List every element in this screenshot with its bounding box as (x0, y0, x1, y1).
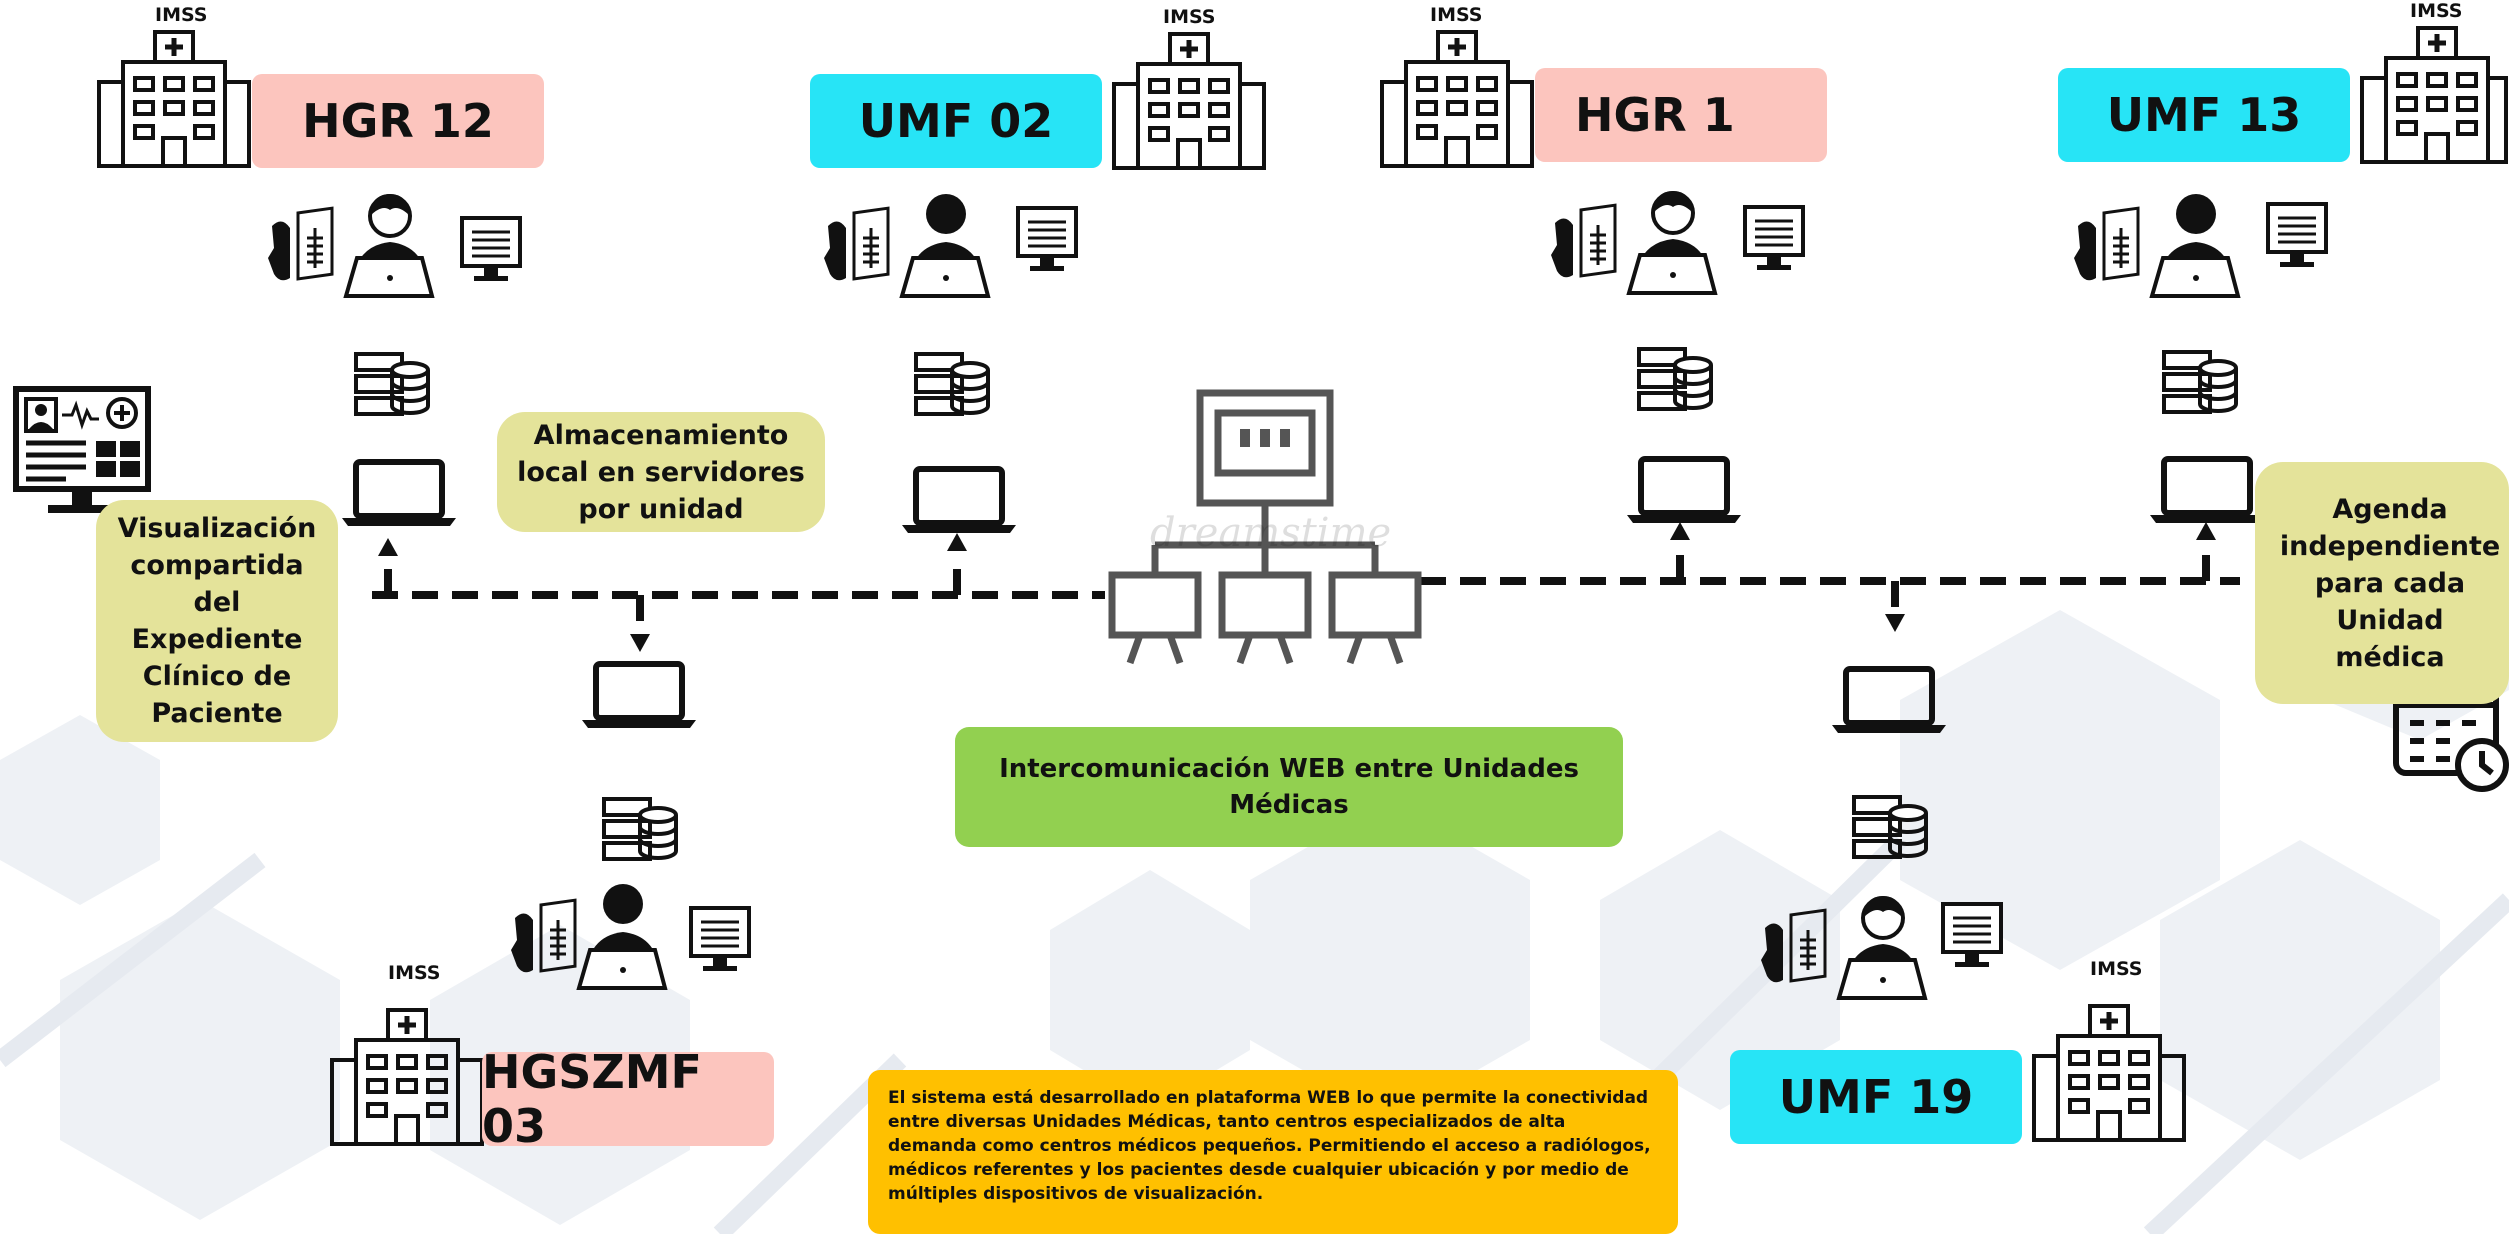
unit-label-hgr12: HGR 12 (252, 74, 544, 168)
radiology-station-icon (1761, 896, 2003, 1000)
shared-view-note: Visualización compartida del Expediente … (96, 500, 338, 742)
laptop-icon (902, 466, 1016, 533)
storage-note-text: Almacenamiento local en servidores por u… (517, 419, 805, 525)
server-icon (354, 352, 430, 416)
storage-note: Almacenamiento local en servidores por u… (497, 412, 825, 532)
server-icon (1852, 795, 1928, 859)
shared-view-note-text: Visualización compartida del Expediente … (117, 513, 317, 729)
watermark-text: dreamstime (1150, 510, 1392, 556)
server-icon (602, 797, 678, 861)
medical-record-monitor-icon (13, 386, 151, 513)
imss-label: IMSS (2090, 958, 2143, 980)
unit-label-umf02: UMF 02 (810, 74, 1102, 168)
web-intercom-text: Intercomunicación WEB entre Unidades Méd… (999, 754, 1579, 820)
imss-label: IMSS (1430, 4, 1483, 26)
server-icon (914, 352, 990, 416)
hospital-icon (2360, 26, 2508, 164)
unit-label-hgszmf03: HGSZMF 03 (482, 1045, 774, 1153)
hospital-icon (97, 30, 251, 168)
unit-label-umf13: UMF 13 (2058, 68, 2350, 162)
web-intercom-box: Intercomunicación WEB entre Unidades Méd… (955, 727, 1623, 847)
imss-label: IMSS (155, 4, 208, 26)
server-icon (2162, 350, 2238, 414)
unit-label-umf19: UMF 19 (1730, 1050, 2022, 1144)
system-description-text: El sistema está desarrollado en platafor… (888, 1088, 1651, 1204)
agenda-note: Agenda independiente para cada Unidad mé… (2255, 462, 2509, 704)
laptop-icon (2150, 456, 2264, 523)
server-icon (1637, 347, 1713, 411)
laptop-icon (1627, 456, 1741, 523)
hospital-icon (330, 1008, 484, 1146)
network-hub-icon (1108, 389, 1422, 665)
radiology-station-icon (824, 194, 1078, 298)
radiology-station-icon (2074, 194, 2328, 298)
laptop-icon (342, 459, 456, 526)
hospital-icon (2032, 1004, 2186, 1142)
imss-label: IMSS (388, 962, 441, 984)
unit-label-hgr1: HGR 1 (1535, 68, 1827, 162)
system-description-box: El sistema está desarrollado en platafor… (868, 1070, 1678, 1234)
radiology-station-icon (268, 194, 522, 298)
imss-label: IMSS (2410, 0, 2463, 22)
hospital-icon (1380, 30, 1534, 168)
hospital-icon (1112, 32, 1266, 170)
laptop-icon (1832, 666, 1946, 733)
imss-label: IMSS (1163, 6, 1216, 28)
laptop-icon (582, 661, 696, 728)
agenda-note-text: Agenda independiente para cada Unidad mé… (2279, 493, 2501, 673)
radiology-station-icon (1551, 191, 1805, 295)
radiology-station-icon (511, 884, 751, 990)
